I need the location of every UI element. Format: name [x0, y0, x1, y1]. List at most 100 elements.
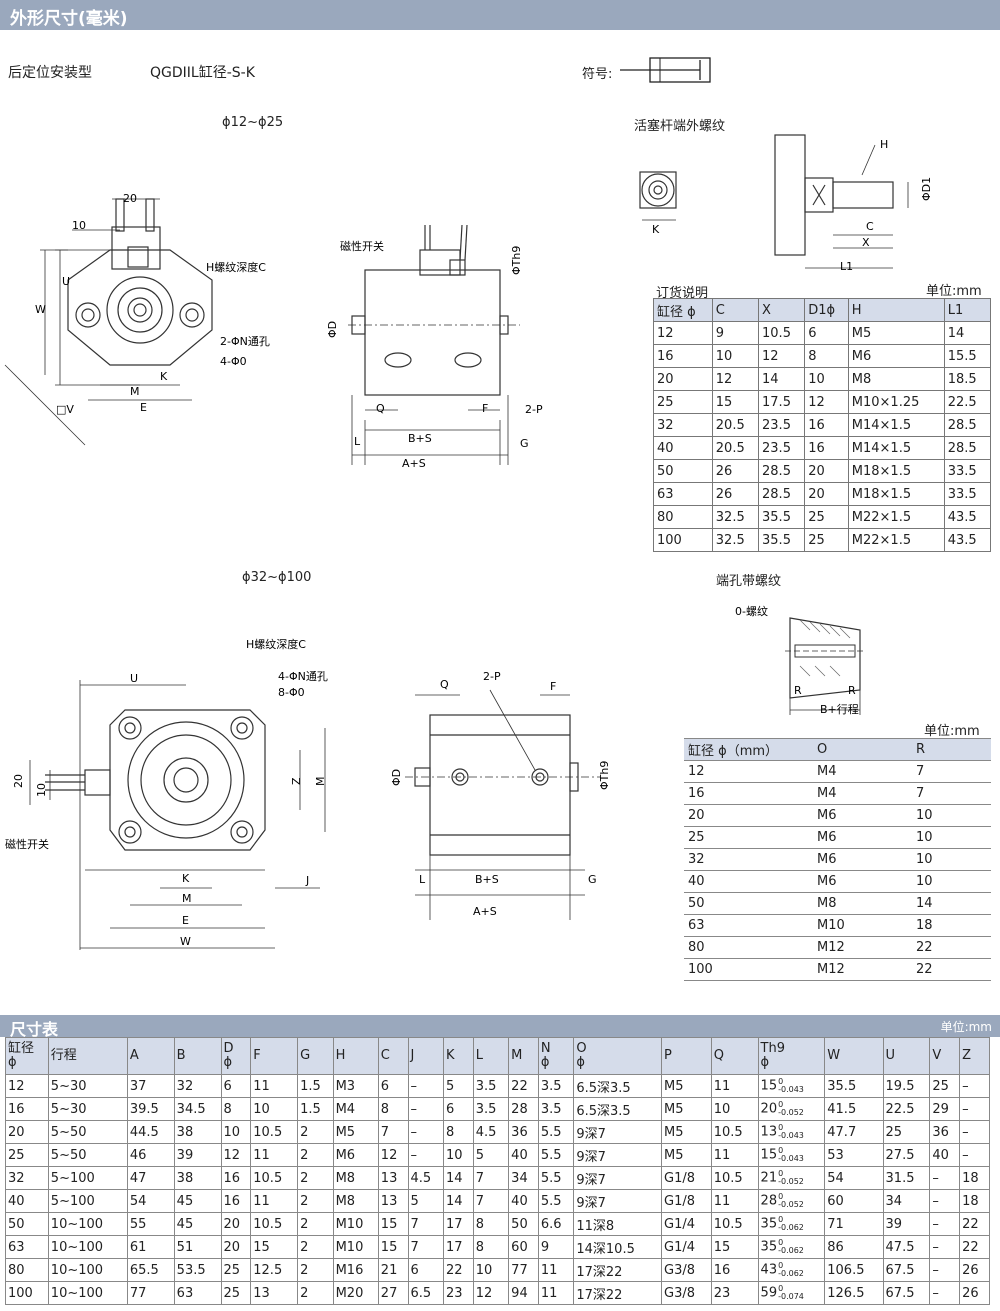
dims-cell: 39: [173, 1143, 222, 1167]
dims-cell: 3.5: [537, 1074, 575, 1098]
order-cell: 12: [653, 321, 713, 345]
model-code: QGDIIL缸径-S-K: [150, 65, 255, 81]
order-cell: 16: [804, 413, 849, 437]
dims-cell: 7: [407, 1212, 444, 1236]
dims-cell: 10~100: [47, 1258, 128, 1282]
dims-cell: 17深22: [573, 1258, 662, 1282]
dims-cell: 1.5: [297, 1097, 334, 1121]
dims-col-name: Z: [962, 1048, 972, 1063]
dims-cell: 5~50: [47, 1120, 128, 1144]
dims-col-name: Q: [713, 1048, 724, 1063]
dim-h-thread: H螺纹深度C: [206, 260, 266, 274]
piston-rod-title: 活塞杆端外螺纹: [634, 119, 726, 134]
order-cell: 43.5: [943, 528, 992, 552]
order-cell: 28.5: [943, 436, 992, 460]
dims-cell: M6: [332, 1143, 379, 1167]
hole-dim-r1: R: [794, 684, 802, 697]
dims-cell: 60: [824, 1189, 884, 1213]
order-cell: 35.5: [758, 528, 806, 552]
order-cell: M14×1.5: [847, 413, 945, 437]
dims-cell: 34: [882, 1189, 931, 1213]
dims-cell: 6.5深3.5: [573, 1097, 662, 1121]
dims-cell: 11: [710, 1143, 759, 1167]
endhole-cell: 40: [684, 870, 813, 893]
endhole-cell: M4: [813, 760, 912, 783]
dims-cell: 10: [220, 1120, 252, 1144]
dims-cell: 47: [126, 1166, 175, 1190]
dims-cell: 25: [220, 1258, 252, 1282]
dims-cell: 3.5: [537, 1097, 575, 1121]
dims-cell: M5: [661, 1074, 712, 1098]
th9-value: 35: [760, 1216, 778, 1232]
order-cell: 25: [804, 528, 849, 552]
cylinder-symbol-icon: [620, 57, 711, 83]
dims-cell: 7: [472, 1166, 510, 1190]
endhole-col-o: O: [813, 738, 912, 761]
dims-cell: 25: [882, 1120, 931, 1144]
large-dim-k: K: [182, 872, 190, 885]
endhole-cell: 100: [684, 958, 813, 981]
order-cell: M18×1.5: [847, 459, 945, 483]
dims-cell: 4.5: [407, 1166, 444, 1190]
dims-cell: 35.5: [824, 1074, 884, 1098]
large-dim-w: W: [180, 935, 191, 948]
th9-tolerance: 0-0.062: [778, 1262, 804, 1278]
dims-cell: 17深22: [573, 1281, 662, 1305]
large-dim-l: L: [419, 873, 426, 886]
large-dim-10: 10: [35, 783, 48, 797]
dim-q: Q: [376, 402, 385, 415]
dims-cell: 34.5: [173, 1097, 222, 1121]
order-cell: 28.5: [943, 413, 992, 437]
section-header-dimensions: 外形尺寸(毫米): [0, 0, 1000, 30]
order-cell: 80: [653, 505, 713, 529]
order-title: 订货说明: [656, 286, 709, 301]
dims-cell: 5.5: [537, 1143, 575, 1167]
dims-cell: 2: [297, 1143, 334, 1167]
endhole-cell: 14: [912, 892, 991, 915]
dims-col-name: 缸径: [8, 1041, 35, 1056]
dims-cell: 14深10.5: [573, 1235, 662, 1259]
dims-cell: M8: [332, 1166, 379, 1190]
hole-dim-r2: R: [848, 684, 856, 697]
mount-type-label: 后定位安装型: [8, 65, 92, 81]
small-front-view-drawing: 20 10 U W H螺纹深度C 2-ΦN通孔 4-Φ0 K M E □V: [4, 192, 270, 446]
order-cell: 10.5: [758, 321, 806, 345]
dims-col-name: D: [223, 1041, 234, 1056]
dims-cell: 5: [407, 1189, 444, 1213]
dims-cell: –: [929, 1166, 961, 1190]
tol-lower: -0.062: [778, 1269, 804, 1278]
dims-cell: G1/8: [661, 1166, 712, 1190]
large-dim-h-thread: H螺纹深度C: [246, 637, 306, 651]
dims-cell: 5.5: [537, 1189, 575, 1213]
dims-cell: 5: [442, 1074, 474, 1098]
tol-lower: -0.043: [778, 1154, 804, 1163]
dims-cell: 45: [173, 1189, 222, 1213]
dims-cell: 27: [377, 1281, 409, 1305]
endhole-col-r: R: [912, 738, 991, 761]
dims-cell: 86: [824, 1235, 884, 1259]
dims-cell: –: [407, 1074, 444, 1098]
dims-col-header: F: [250, 1037, 299, 1075]
dims-cell: 16: [5, 1097, 49, 1121]
dims-cell: 3.5: [472, 1074, 510, 1098]
dims-cell: 45: [173, 1212, 222, 1236]
dims-cell: 11: [537, 1258, 575, 1282]
order-cell: 25: [804, 505, 849, 529]
dims-cell: 6: [377, 1074, 409, 1098]
dims-cell: 17: [442, 1212, 474, 1236]
order-cell: 40: [653, 436, 713, 460]
dims-cell: 12: [472, 1281, 510, 1305]
rod-dim-c: C: [866, 220, 874, 233]
dims-cell: 5~100: [47, 1189, 128, 1213]
dims-col-name: O: [576, 1041, 587, 1056]
